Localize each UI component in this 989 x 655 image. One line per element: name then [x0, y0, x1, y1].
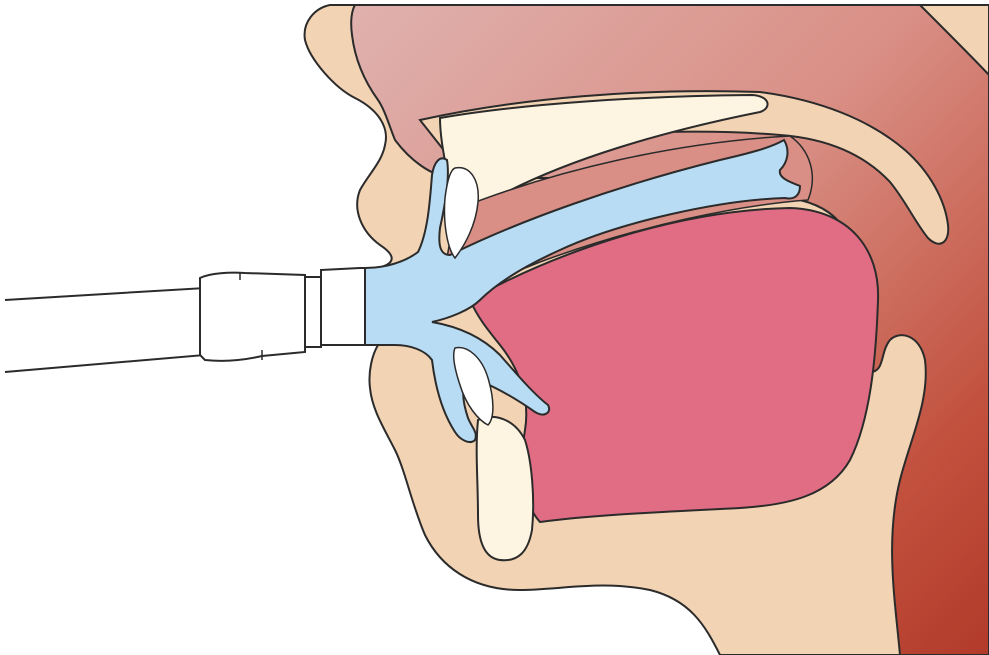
tube-ring [305, 277, 321, 347]
tube-hose [5, 288, 205, 372]
lower-jaw-bone [477, 417, 533, 560]
mouthpiece-tube [5, 268, 365, 372]
tube-connector [200, 273, 305, 361]
tube-nozzle [321, 268, 365, 345]
